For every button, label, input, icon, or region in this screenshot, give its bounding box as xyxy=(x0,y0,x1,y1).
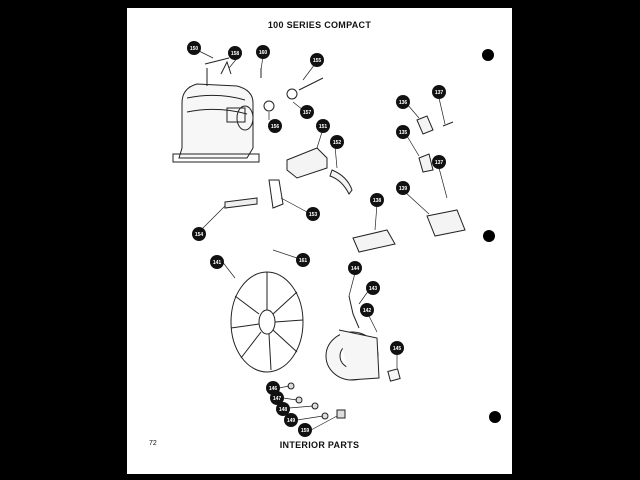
strip-and-clip xyxy=(224,179,284,209)
callout-136: 136 xyxy=(396,95,410,109)
callout-159: 159 xyxy=(298,423,312,437)
svg-text:144: 144 xyxy=(351,266,360,272)
svg-text:149: 149 xyxy=(287,418,296,424)
callout-138: 138 xyxy=(370,193,384,207)
svg-text:152: 152 xyxy=(333,140,342,146)
binder-hole-top xyxy=(482,49,494,61)
svg-text:157: 157 xyxy=(303,110,312,116)
callout-152: 152 xyxy=(330,135,344,149)
svg-text:141: 141 xyxy=(213,260,222,266)
svg-text:148: 148 xyxy=(279,407,288,413)
bracket-assembly xyxy=(286,147,353,195)
callout-139: 139 xyxy=(396,181,410,195)
callout-135: 135 xyxy=(396,125,410,139)
callout-142: 142 xyxy=(360,303,374,317)
svg-text:155: 155 xyxy=(313,58,322,64)
svg-text:138: 138 xyxy=(373,198,382,204)
svg-text:154: 154 xyxy=(195,232,204,238)
callout-137-top: 137 xyxy=(432,85,446,99)
page-number: 72 xyxy=(149,440,157,447)
hardware-stack xyxy=(287,382,346,420)
svg-text:151: 151 xyxy=(319,124,328,130)
svg-text:160: 160 xyxy=(259,50,268,56)
callout-143: 143 xyxy=(366,281,380,295)
relay-overload-illustration xyxy=(352,115,466,253)
callout-160: 160 xyxy=(256,45,270,59)
svg-text:136: 136 xyxy=(399,100,408,106)
svg-text:142: 142 xyxy=(363,308,372,314)
svg-text:153: 153 xyxy=(309,212,318,218)
svg-text:146: 146 xyxy=(269,386,278,392)
svg-text:143: 143 xyxy=(369,286,378,292)
callout-158: 158 xyxy=(228,46,242,60)
callout-151: 151 xyxy=(316,119,330,133)
svg-text:139: 139 xyxy=(399,186,408,192)
diagram-title: 100 SERIES COMPACT xyxy=(267,20,372,30)
callout-148: 148 xyxy=(276,402,290,416)
callout-154: 154 xyxy=(192,227,206,241)
callout-141: 141 xyxy=(210,255,224,269)
parts-sheet: 100 SERIES COMPACT 72 INTERIOR PARTS xyxy=(127,8,512,474)
callout-155: 155 xyxy=(310,53,324,67)
callout-156: 156 xyxy=(268,119,282,133)
svg-text:161: 161 xyxy=(299,258,308,264)
callout-137-lower: 137 xyxy=(432,155,446,169)
compressor-illustration xyxy=(172,60,260,163)
fan-motor-illustration xyxy=(325,295,401,382)
callout-145: 145 xyxy=(390,341,404,355)
callout-149: 149 xyxy=(284,413,298,427)
fan-blade-illustration xyxy=(230,271,304,373)
svg-text:137: 137 xyxy=(435,160,444,166)
callout-150: 150 xyxy=(187,41,201,55)
callout-161: 161 xyxy=(296,253,310,267)
svg-text:158: 158 xyxy=(231,51,240,57)
svg-text:135: 135 xyxy=(399,130,408,136)
svg-text:147: 147 xyxy=(273,396,282,402)
callout-labels: 150 158 160 155 157 156 151 152 153 154 … xyxy=(187,41,446,437)
diagram-caption: INTERIOR PARTS xyxy=(279,440,360,450)
svg-text:156: 156 xyxy=(271,124,280,130)
svg-text:159: 159 xyxy=(301,428,310,434)
svg-text:145: 145 xyxy=(393,346,402,352)
binder-hole-middle xyxy=(483,230,495,242)
callout-147: 147 xyxy=(270,391,284,405)
callout-157: 157 xyxy=(300,105,314,119)
tube-fittings xyxy=(204,57,324,112)
parts-diagram: 150 158 160 155 157 156 151 152 153 154 … xyxy=(172,41,501,437)
callout-153: 153 xyxy=(306,207,320,221)
callout-144: 144 xyxy=(348,261,362,275)
svg-text:150: 150 xyxy=(190,46,199,52)
svg-text:137: 137 xyxy=(435,90,444,96)
binder-hole-bottom xyxy=(489,411,501,423)
